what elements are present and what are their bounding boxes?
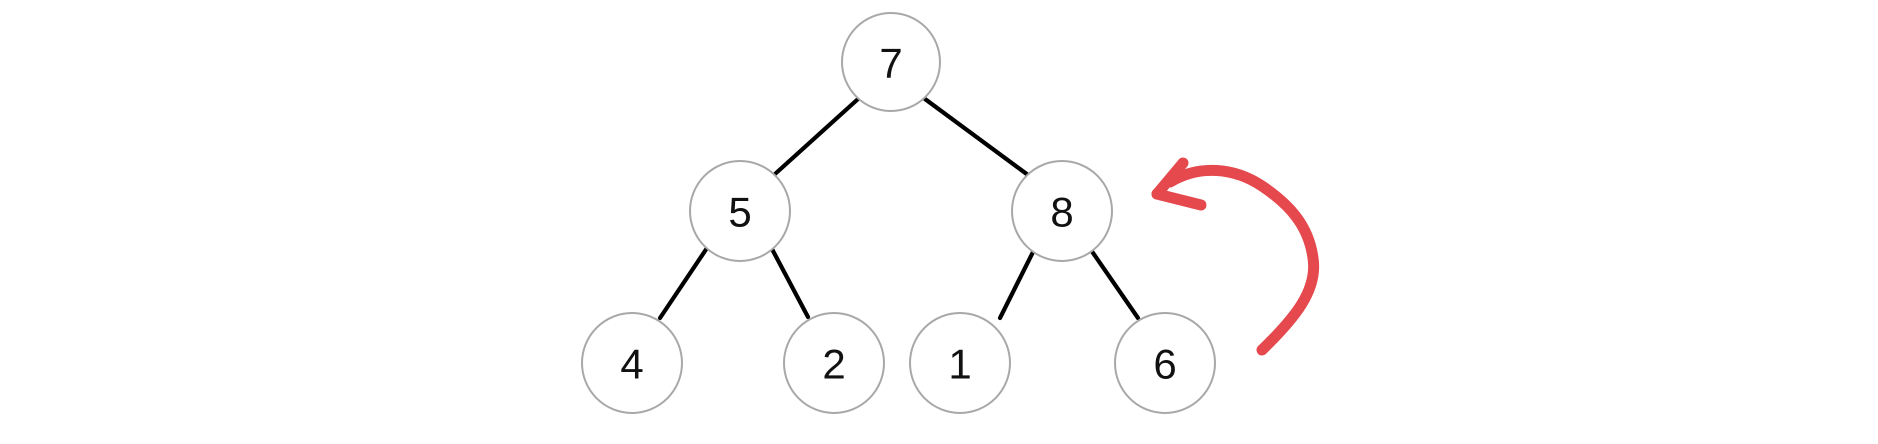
- tree-node-7[interactable]: 7: [841, 12, 941, 112]
- edge-7-8: [922, 96, 1031, 178]
- annotation-layer: [1151, 157, 1320, 356]
- node-circle[interactable]: [581, 312, 683, 414]
- tree-node-6[interactable]: 6: [1114, 312, 1216, 414]
- edge-5-2: [769, 246, 811, 320]
- edge-8-6: [1088, 247, 1141, 321]
- tree-node-8[interactable]: 8: [1011, 160, 1113, 262]
- edge-5-4: [657, 245, 710, 321]
- tree-node-2[interactable]: 2: [783, 312, 885, 414]
- node-circle[interactable]: [1011, 160, 1113, 262]
- node-label: 1: [948, 341, 971, 388]
- tree-nodes: 7 5 8 4 2 1 6: [581, 12, 1216, 414]
- node-label: 4: [620, 341, 643, 388]
- tree-node-1[interactable]: 1: [909, 312, 1011, 414]
- edge-7-5: [772, 96, 861, 177]
- red-arrow-head-lower: [1151, 188, 1207, 211]
- red-arrow-head-upper: [1151, 157, 1189, 200]
- node-circle[interactable]: [1114, 312, 1216, 414]
- node-label: 2: [822, 341, 845, 388]
- node-label: 8: [1050, 189, 1073, 236]
- tree-edges: [657, 96, 1141, 321]
- node-circle[interactable]: [783, 312, 885, 414]
- node-circle[interactable]: [841, 12, 941, 112]
- node-circle[interactable]: [909, 312, 1011, 414]
- node-circle[interactable]: [689, 160, 791, 262]
- tree-node-5[interactable]: 5: [689, 160, 791, 262]
- node-label: 7: [879, 40, 902, 87]
- red-arrow-shaft: [1164, 164, 1320, 356]
- node-label: 6: [1153, 341, 1176, 388]
- tree-node-4[interactable]: 4: [581, 312, 683, 414]
- edge-8-1: [997, 247, 1037, 321]
- node-label: 5: [728, 189, 751, 236]
